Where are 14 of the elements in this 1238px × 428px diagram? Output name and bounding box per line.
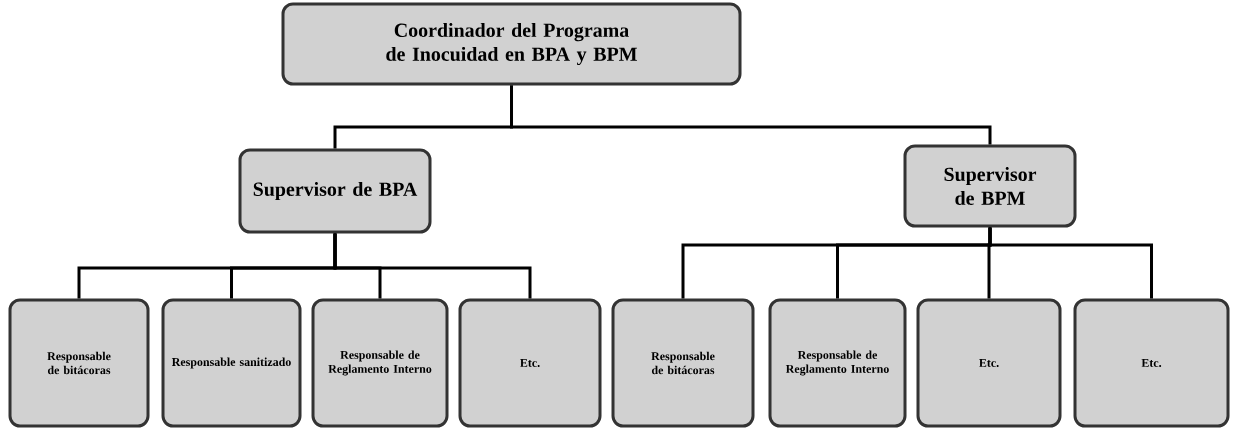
connector-line <box>510 85 992 145</box>
role-box: Etc. <box>916 298 1062 428</box>
role-box: Responsable de Reglamento Interno <box>768 298 907 428</box>
connector-line <box>988 227 1153 299</box>
role-box: Responsable de bitácoras <box>8 298 150 428</box>
role-box: Etc. <box>458 298 602 428</box>
role-box: Responsable de bitácoras <box>611 298 755 428</box>
supervisor-box: Supervisor de BPM <box>903 144 1077 228</box>
role-box: Responsable de Reglamento Interno <box>311 298 449 428</box>
connector-line <box>333 233 532 299</box>
supervisor-box: Supervisor de BPA <box>238 148 432 234</box>
role-box: Responsable sanitizado <box>161 298 302 428</box>
title-box: Coordinador del Programa de Inocuidad en BPA y BPM <box>281 2 742 86</box>
role-box: Etc. <box>1073 298 1230 428</box>
